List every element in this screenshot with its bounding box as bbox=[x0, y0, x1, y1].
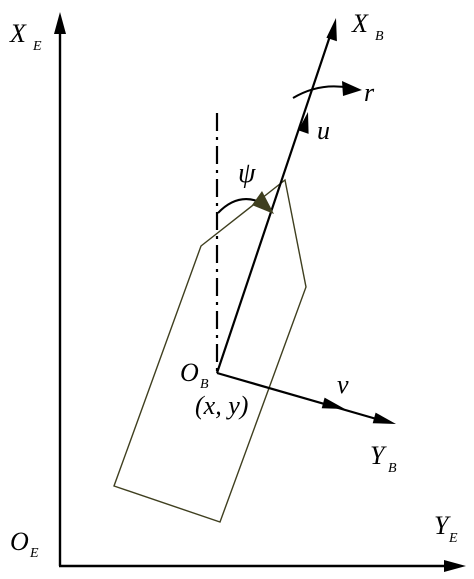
yaw-rate-arrowhead bbox=[342, 81, 362, 96]
yaw-rate-arc bbox=[292, 85, 351, 99]
label-earth-x: X E bbox=[9, 19, 42, 54]
svg-text:O: O bbox=[10, 527, 29, 556]
svg-text:O: O bbox=[180, 358, 199, 387]
ship-hull bbox=[113, 178, 307, 523]
svg-text:E: E bbox=[29, 546, 39, 561]
svg-text:B: B bbox=[388, 461, 397, 476]
svg-text:E: E bbox=[448, 531, 458, 546]
label-earth-origin: O E bbox=[10, 527, 39, 561]
sway-arrow bbox=[321, 397, 345, 409]
svg-text:Y: Y bbox=[434, 511, 451, 540]
svg-text:B: B bbox=[200, 377, 209, 392]
label-heading: ψ bbox=[238, 158, 256, 189]
earth-frame bbox=[54, 12, 466, 572]
label-yaw-rate: r bbox=[364, 78, 375, 107]
earth-x-axis-arrowhead bbox=[54, 12, 66, 34]
svg-text:X: X bbox=[9, 19, 27, 48]
label-position: (x, y) bbox=[195, 391, 248, 420]
body-y-axis-arrowhead bbox=[372, 412, 396, 424]
body-x-axis bbox=[215, 35, 332, 374]
body-y-axis bbox=[216, 371, 381, 422]
label-sway: v bbox=[337, 370, 349, 399]
surge-arrow bbox=[298, 112, 309, 134]
svg-text:E: E bbox=[32, 39, 42, 54]
label-body-y: Y B bbox=[370, 441, 397, 476]
body-x-axis-arrowhead bbox=[326, 18, 337, 42]
svg-text:X: X bbox=[351, 9, 369, 38]
svg-text:Y: Y bbox=[370, 441, 387, 470]
heading-arrowhead bbox=[252, 191, 274, 214]
label-surge: u bbox=[317, 116, 330, 145]
earth-y-axis-arrowhead bbox=[444, 560, 466, 572]
label-body-x: X B bbox=[351, 9, 384, 44]
label-body-origin: O B bbox=[180, 358, 209, 392]
svg-text:B: B bbox=[375, 29, 384, 44]
label-earth-y: Y E bbox=[434, 511, 458, 546]
